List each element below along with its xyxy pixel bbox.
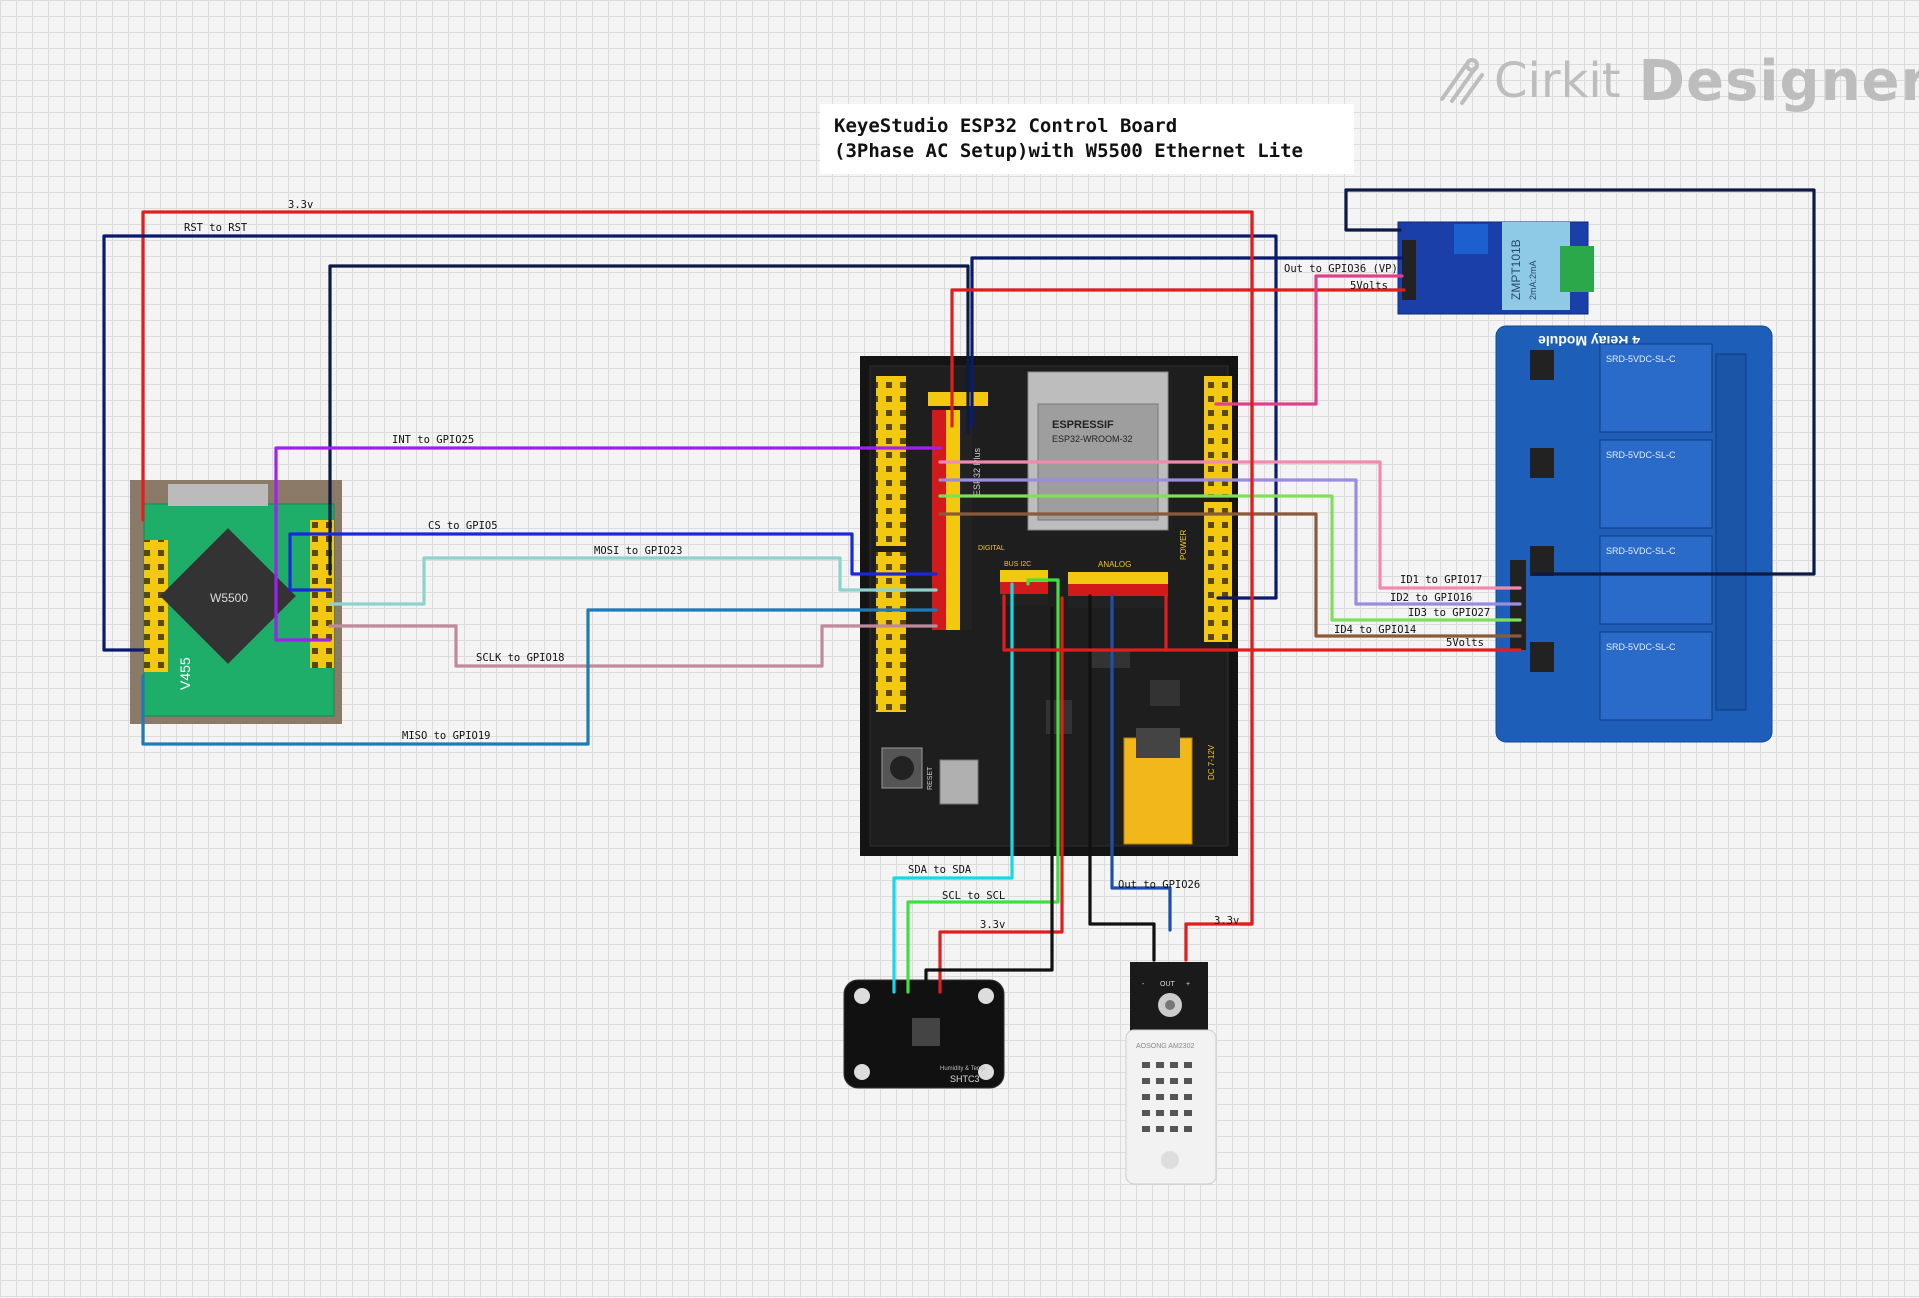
wire-red-esp-relay[interactable] (1002, 594, 1168, 652)
zmpt-terminal (1560, 246, 1594, 292)
label-id3: ID3 to GPIO27 (1408, 607, 1490, 619)
label-zmpt-5v: 5Volts (1350, 280, 1388, 292)
zmpt-transformer (1502, 222, 1570, 310)
relay-1-text: SRD-5VDC-SL-C (1606, 354, 1676, 364)
wire-dht-out[interactable] (1110, 594, 1172, 932)
w5500-chip (160, 528, 296, 664)
dht-pin-plus: + (1186, 981, 1190, 988)
label-zmpt-out: Out to GPIO36 (VP) (1284, 263, 1398, 275)
esp32-usb-port[interactable] (939, 759, 979, 805)
relay-terminals (1715, 353, 1747, 711)
shtc3-label: SHTC3 (950, 1074, 980, 1084)
diagram-title-line2: (3Phase AC Setup)with W5500 Ethernet Lit… (834, 140, 1303, 162)
esp32-black-header (960, 410, 972, 630)
esp32-bus-label: BUS I2C (1004, 561, 1031, 568)
label-rst: RST to RST (184, 222, 248, 234)
wire-navy-w5500[interactable] (328, 264, 970, 576)
wire-sda[interactable] (892, 582, 1014, 994)
wire-labels: 3.3v RST to RST INT to GPIO25 CS to GPIO… (184, 199, 1490, 931)
wire-int[interactable] (274, 446, 942, 642)
label-dht-33v: 3.3v (1214, 915, 1239, 927)
wire-rst[interactable] (102, 234, 1278, 652)
zmpt-label: ZMPT101B (1509, 239, 1523, 300)
wire-id2[interactable] (938, 478, 1522, 606)
esp32-right-header-bottom (1204, 502, 1232, 642)
esp32-board-label: ESP32 Plus (972, 447, 982, 496)
cirkit-logo-icon (1440, 58, 1484, 105)
wire-miso[interactable] (141, 608, 938, 746)
dht-pin-minus: - (1142, 981, 1145, 988)
relay-2-text: SRD-5VDC-SL-C (1606, 450, 1676, 460)
esp32-control-board[interactable]: ESPRESSIF ESP32-WROOM-32 ESP32 Plus POWE… (860, 356, 1238, 856)
label-cs: CS to GPIO5 (428, 520, 498, 532)
esp32-left-header-bottom (876, 552, 906, 712)
esp32-dc-label: DC 7-12V (1207, 744, 1216, 780)
esp32-reset-label: RESET (927, 766, 934, 790)
label-relay-5v: 5Volts (1446, 637, 1484, 649)
relay-2: SRD-5VDC-SL-C (1599, 439, 1713, 529)
esp32-reset-button[interactable] (881, 747, 923, 789)
esp32-analog-label: ANALOG (1098, 560, 1131, 569)
zmpt101b-voltage-sensor[interactable]: ZMPT101B 2mA:2mA (1397, 221, 1594, 315)
esp32-red-header (932, 410, 946, 630)
diagram-title-line1: KeyeStudio ESP32 Control Board (834, 115, 1178, 137)
wire-dht-gnd[interactable] (1088, 594, 1156, 962)
dht-pin-out: OUT (1160, 981, 1176, 988)
wire-cs[interactable] (288, 532, 938, 592)
label-33v-top: 3.3v (288, 199, 313, 211)
wire-pink-zmpt[interactable] (1214, 274, 1404, 406)
wire-id4[interactable] (938, 512, 1522, 638)
w5500-left-header (144, 540, 168, 672)
relay-3-text: SRD-5VDC-SL-C (1606, 546, 1676, 556)
am2302-sensor[interactable]: - OUT + AOSONG AM2302 (1125, 962, 1217, 1185)
label-id1: ID1 to GPIO17 (1400, 574, 1482, 586)
wire-sht-33v[interactable] (938, 596, 1064, 994)
label-dht-out: Out to GPIO26 (1118, 879, 1200, 891)
logo-text-cirkit: Cirkit (1494, 53, 1621, 109)
wire-black-top[interactable] (1344, 188, 1816, 576)
esp32-module-brand: ESPRESSIF (1052, 419, 1114, 431)
esp32-digital-label: DIGITAL (978, 545, 1005, 552)
label-sclk: SCLK to GPIO18 (476, 652, 565, 664)
wire-id3[interactable] (938, 494, 1522, 622)
esp32-right-header-top (1204, 376, 1232, 496)
w5500-ethernet-module[interactable]: W5500 V455 (130, 480, 342, 724)
esp32-left-header-top (876, 376, 906, 546)
wire-dht-33v[interactable] (1184, 210, 1254, 962)
esp32-yellow-mid-header (946, 410, 960, 630)
shtc3-sublabel: Humidity & Temp (940, 1066, 986, 1072)
label-id2: ID2 to GPIO16 (1390, 592, 1472, 604)
shtc3-sensor[interactable]: SHTC3 Humidity & Temp (843, 979, 1005, 1089)
diagram-title-box: KeyeStudio ESP32 Control Board (3Phase A… (820, 104, 1354, 174)
w5500-chip-label: W5500 (210, 591, 248, 605)
w5500-board-marking: V455 (177, 657, 193, 690)
zmpt-sublabel: 2mA:2mA (1528, 260, 1538, 300)
wire-sht-gnd[interactable] (924, 606, 1054, 994)
relay-1: SRD-5VDC-SL-C (1599, 343, 1713, 433)
label-mosi: MOSI to GPIO23 (594, 545, 683, 557)
dht-label: AOSONG AM2302 (1136, 1043, 1194, 1050)
cirkit-designer-logo: Cirkit Designer (1436, 46, 1919, 116)
wire-sclk[interactable] (328, 624, 938, 668)
label-scl: SCL to SCL (942, 890, 1005, 902)
label-miso: MISO to GPIO19 (402, 730, 491, 742)
logo-text-designer: Designer (1638, 48, 1919, 114)
wires (102, 188, 1816, 994)
esp32-power-label: POWER (1179, 530, 1188, 560)
wire-id1[interactable] (938, 460, 1522, 590)
relay-module-4ch[interactable]: 4 Relay Module SRD-5VDC-SL-C SRD-5VDC-SL… (1495, 325, 1773, 743)
relay-3: SRD-5VDC-SL-C (1599, 535, 1713, 625)
wire-zmpt-out[interactable] (970, 256, 1404, 428)
esp32-module-model: ESP32-WROOM-32 (1052, 434, 1133, 444)
label-int: INT to GPIO25 (392, 434, 474, 446)
relay-4: SRD-5VDC-SL-C (1599, 631, 1713, 721)
wire-scl[interactable] (906, 578, 1060, 994)
label-sda: SDA to SDA (908, 864, 972, 876)
label-id4: ID4 to GPIO14 (1334, 624, 1416, 636)
wire-mosi[interactable] (328, 556, 938, 606)
label-sht-33v: 3.3v (980, 919, 1005, 931)
relay-4-text: SRD-5VDC-SL-C (1606, 642, 1676, 652)
wire-black-zmpt[interactable] (1344, 188, 1402, 232)
